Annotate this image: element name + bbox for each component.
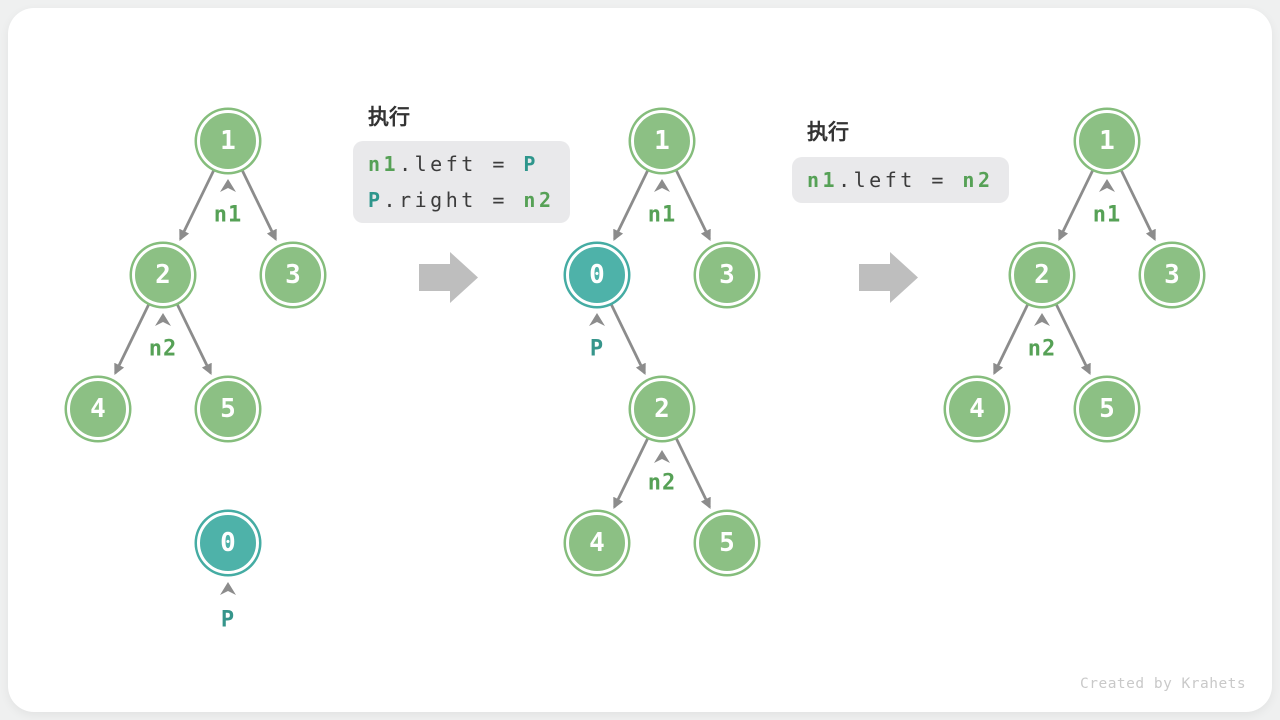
tree-node: 1 [631,110,693,172]
code-block-1: n1.left = P P.right = n2 [353,141,570,223]
tree-node: 4 [946,378,1008,440]
code-token: .left = [838,168,963,192]
tree-node: 5 [1076,378,1138,440]
pointer-label-p: P [589,336,605,362]
tree-node: 4 [566,512,628,574]
code-token: n2 [523,188,555,212]
code-line: n1.left = P [368,146,555,182]
code-line: n1.left = n2 [807,162,994,198]
code-token: n2 [962,168,994,192]
pointer-label-n2: n2 [148,336,178,362]
diagram-card [8,8,1272,712]
pointer-label-p: P [220,607,236,633]
tree-node: 4 [67,378,129,440]
code-token: P [368,188,384,212]
tree-node: 5 [197,378,259,440]
exec-title: 执行 [368,106,410,129]
code-token: .left = [399,152,524,176]
pointer-label-n1: n1 [647,202,677,228]
tree-node: 1 [197,110,259,172]
code-token: P [523,152,539,176]
tree-node: 2 [132,244,194,306]
tree-node-p: 0 [197,512,259,574]
code-block-2: n1.left = n2 [792,157,1009,203]
code-token: n1 [368,152,400,176]
tree-node-p: 0 [566,244,628,306]
tree-node: 3 [696,244,758,306]
code-line: P.right = n2 [368,182,555,218]
tree-node: 1 [1076,110,1138,172]
code-token: n1 [807,168,839,192]
tree-node: 5 [696,512,758,574]
tree-node: 2 [631,378,693,440]
tree-node: 3 [262,244,324,306]
pointer-label-n2: n2 [1027,336,1057,362]
pointer-label-n1: n1 [1092,202,1122,228]
tree-node: 3 [1141,244,1203,306]
footer-credit: Created by Krahets [1080,676,1247,692]
code-token: .right = [383,188,524,212]
pointer-label-n2: n2 [647,470,677,496]
tree-node: 2 [1011,244,1073,306]
pointer-label-n1: n1 [213,202,243,228]
exec-title: 执行 [807,121,849,144]
